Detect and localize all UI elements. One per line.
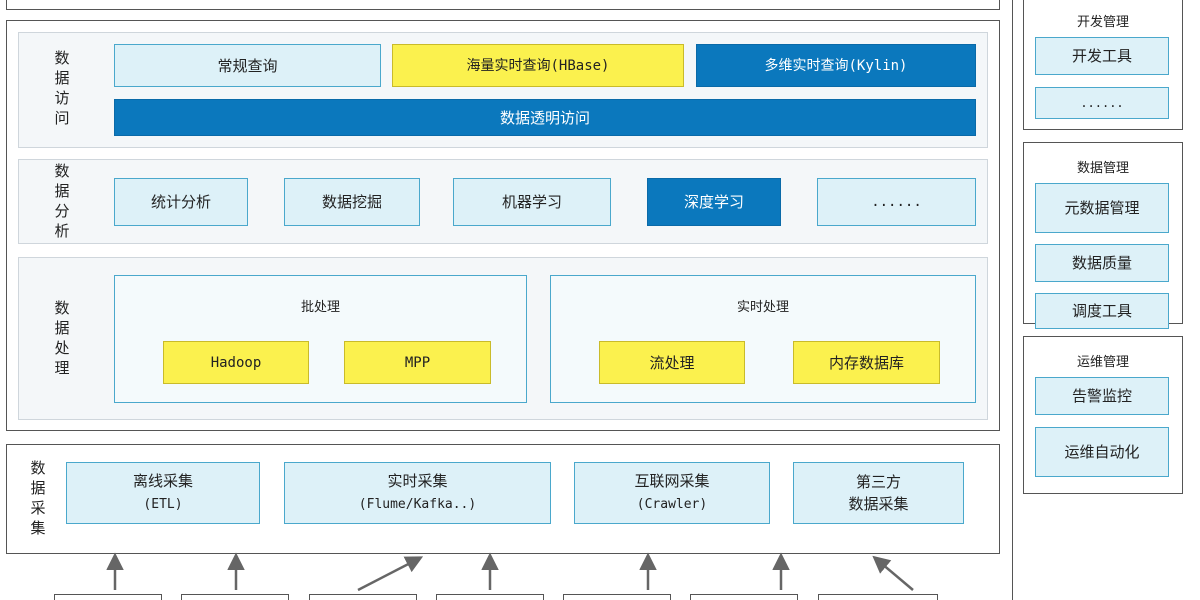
- source-box: [563, 594, 671, 600]
- realtime-collection-name: 实时采集: [387, 472, 448, 490]
- source-box: [818, 594, 938, 600]
- thirdparty-collection-name: 第三方: [855, 473, 901, 491]
- batch-processing-title: 批处理: [300, 300, 340, 315]
- statistics-box: 统计分析: [114, 178, 248, 226]
- source-box: [54, 594, 162, 600]
- thirdparty-collection-box: 第三方 数据采集: [793, 462, 964, 524]
- kylin-query-box: 多维实时查询(Kylin): [696, 44, 976, 87]
- arrow-7: [872, 555, 914, 591]
- ops-management-title: 运维管理: [1076, 355, 1129, 370]
- source-box: [309, 594, 417, 600]
- hbase-query-box: 海量实时查询(HBase): [392, 44, 684, 87]
- ops-automation-box: 运维自动化: [1035, 427, 1169, 477]
- deep-learning-box: 深度学习: [647, 178, 781, 226]
- realtime-collection-sub: (Flume/Kafka..): [358, 497, 477, 512]
- data-management-title: 数据管理: [1076, 161, 1129, 176]
- stream-processing-box: 流处理: [599, 341, 745, 384]
- source-arrows: [106, 552, 914, 592]
- dev-tools-box: 开发工具: [1035, 37, 1169, 75]
- analysis-more-box: ......: [817, 178, 976, 226]
- scheduling-tools-box: 调度工具: [1035, 293, 1169, 329]
- data-analysis-label: 数据分析: [54, 162, 70, 240]
- top-layer-frame: [6, 0, 1000, 10]
- source-box: [181, 594, 289, 600]
- offline-collection-sub: (ETL): [143, 497, 183, 512]
- dev-more-box: ......: [1035, 87, 1169, 119]
- source-box: [436, 594, 544, 600]
- data-collection-label: 数据采集: [30, 459, 46, 537]
- dev-management-title: 开发管理: [1076, 15, 1129, 30]
- realtime-collection-box: 实时采集 (Flume/Kafka..): [284, 462, 551, 524]
- internet-collection-sub: (Crawler): [636, 497, 708, 512]
- data-quality-box: 数据质量: [1035, 244, 1169, 282]
- alert-monitoring-box: 告警监控: [1035, 377, 1169, 415]
- metadata-management-box: 元数据管理: [1035, 183, 1169, 233]
- offline-collection-name: 离线采集: [132, 472, 193, 490]
- machine-learning-box: 机器学习: [453, 178, 611, 226]
- arrow-3: [357, 556, 424, 592]
- hadoop-box: Hadoop: [163, 341, 309, 384]
- data-mining-box: 数据挖掘: [284, 178, 420, 226]
- in-memory-db-box: 内存数据库: [793, 341, 940, 384]
- realtime-processing-title: 实时处理: [736, 300, 789, 315]
- regular-query-box: 常规查询: [114, 44, 381, 87]
- source-box: [690, 594, 798, 600]
- mpp-box: MPP: [344, 341, 491, 384]
- data-processing-label: 数据处理: [54, 299, 70, 377]
- data-access-label: 数据访问: [54, 49, 70, 127]
- transparent-access-box: 数据透明访问: [114, 99, 976, 136]
- offline-collection-box: 离线采集 (ETL): [66, 462, 260, 524]
- internet-collection-box: 互联网采集 (Crawler): [574, 462, 770, 524]
- internet-collection-name: 互联网采集: [634, 472, 710, 490]
- thirdparty-collection-sub: 数据采集: [848, 495, 909, 513]
